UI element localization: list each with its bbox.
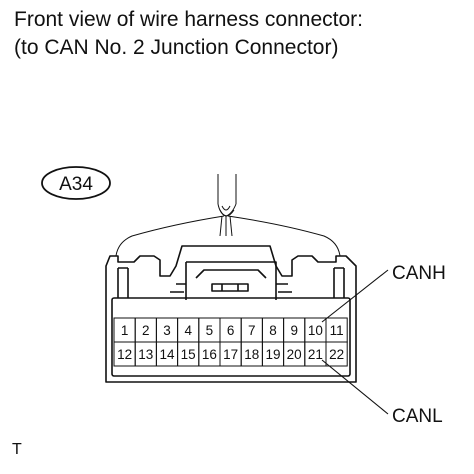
pin-number-label: 4 — [184, 323, 192, 338]
pin-number-label: 15 — [181, 347, 196, 362]
pin-number-label: 9 — [290, 323, 298, 338]
pin-number-label: 6 — [227, 323, 235, 338]
pin-number-label: 22 — [329, 347, 344, 362]
pin-number-label: 19 — [265, 347, 280, 362]
pin-number-label: 20 — [287, 347, 302, 362]
pin-cell — [325, 341, 348, 367]
canh-callout-label: CANH — [392, 263, 446, 284]
canh-leader-line — [321, 269, 389, 323]
wire-harness — [115, 174, 341, 257]
pin-number-label: 10 — [308, 323, 323, 338]
callout-leaders — [321, 269, 389, 415]
pin-number-label: 12 — [117, 347, 132, 362]
pin-number-label: 21 — [308, 347, 323, 362]
pin-number-label: 13 — [138, 347, 153, 362]
pin-number-label: 14 — [159, 347, 175, 362]
pin-number-label: 16 — [202, 347, 217, 362]
connector-code-badge: A34 — [41, 166, 111, 200]
connector-housing — [105, 245, 357, 383]
connector-code-label: A34 — [59, 174, 93, 195]
pin-number-label: 17 — [223, 347, 238, 362]
pin-number-label: 1 — [121, 323, 129, 338]
pin-number-label: 8 — [269, 323, 277, 338]
canl-callout-label: CANL — [392, 406, 443, 427]
pin-number-label: 11 — [330, 323, 344, 338]
canl-leader-line — [321, 359, 389, 415]
pin-number-label: 2 — [142, 323, 150, 338]
figure-ref-label: T — [12, 441, 22, 458]
pin-number-label: 3 — [163, 323, 171, 338]
pin-number-label: 5 — [206, 323, 214, 338]
caption-line-1: Front view of wire harness connector: — [14, 8, 363, 31]
caption-line-2: (to CAN No. 2 Junction Connector) — [14, 36, 339, 59]
pin-number-label: 18 — [244, 347, 259, 362]
pin-number-label: 7 — [248, 323, 256, 338]
